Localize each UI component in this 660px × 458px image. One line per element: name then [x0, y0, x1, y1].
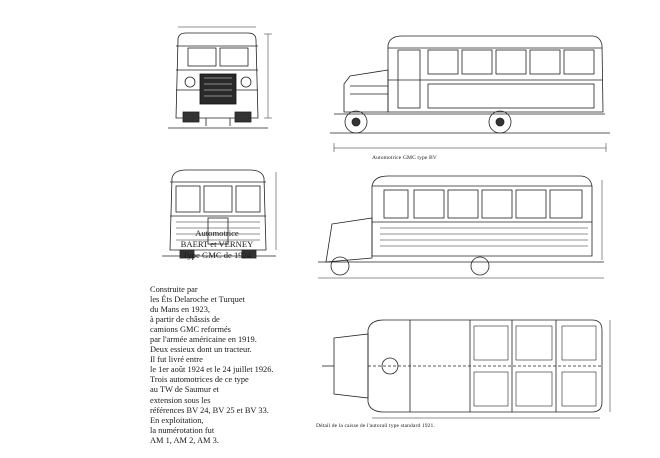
front-view-railcar-standard	[162, 169, 277, 259]
caption-plan-view: Détail de la caisse de l'autorail type s…	[316, 423, 435, 429]
description-text: Construite par les Éts Delaroche et Turq…	[150, 285, 350, 446]
plan-view-railcar	[322, 319, 611, 419]
description-line: En exploitation,	[150, 415, 204, 425]
front-view-railcar-gmc	[168, 26, 272, 129]
description-line: extension sous les	[150, 395, 211, 405]
side-view-railcar-standard	[318, 175, 604, 279]
title-line-3: Type GMC de 1924	[182, 250, 252, 260]
description-line: au TW de Saumur et	[150, 385, 219, 395]
description-line: par l'armée américaine en 1919.	[150, 335, 257, 345]
description-line: Il fut livré entre	[150, 355, 203, 365]
description-line: camions GMC reformés	[150, 325, 231, 335]
drawing-title-block: Automotrice BAERT et VERNEY Type GMC de …	[152, 228, 282, 261]
description-line: la numérotation fut	[150, 425, 215, 435]
description-line: références BV 24, BV 25 et BV 33.	[150, 405, 269, 415]
description-line: les Éts Delaroche et Turquet	[150, 295, 245, 305]
description-line: le 1er août 1924 et le 24 juillet 1926.	[150, 365, 274, 375]
side-view-railcar-gmc	[330, 35, 610, 152]
description-line: Construite par	[150, 285, 198, 294]
description-line: du Mans en 1923,	[150, 305, 211, 315]
description-line: à partir de châssis de	[150, 315, 220, 325]
caption-side-view: Automotrice GMC type BV	[372, 155, 437, 161]
description-line: Trois automotrices de ce type	[150, 375, 249, 385]
title-line-2: BAERT et VERNEY	[180, 239, 254, 249]
title-line-1: Automotrice	[195, 228, 239, 238]
description-line: Deux essieux dont un tracteur.	[150, 345, 252, 355]
description-line: AM 1, AM 2, AM 3.	[150, 435, 219, 445]
